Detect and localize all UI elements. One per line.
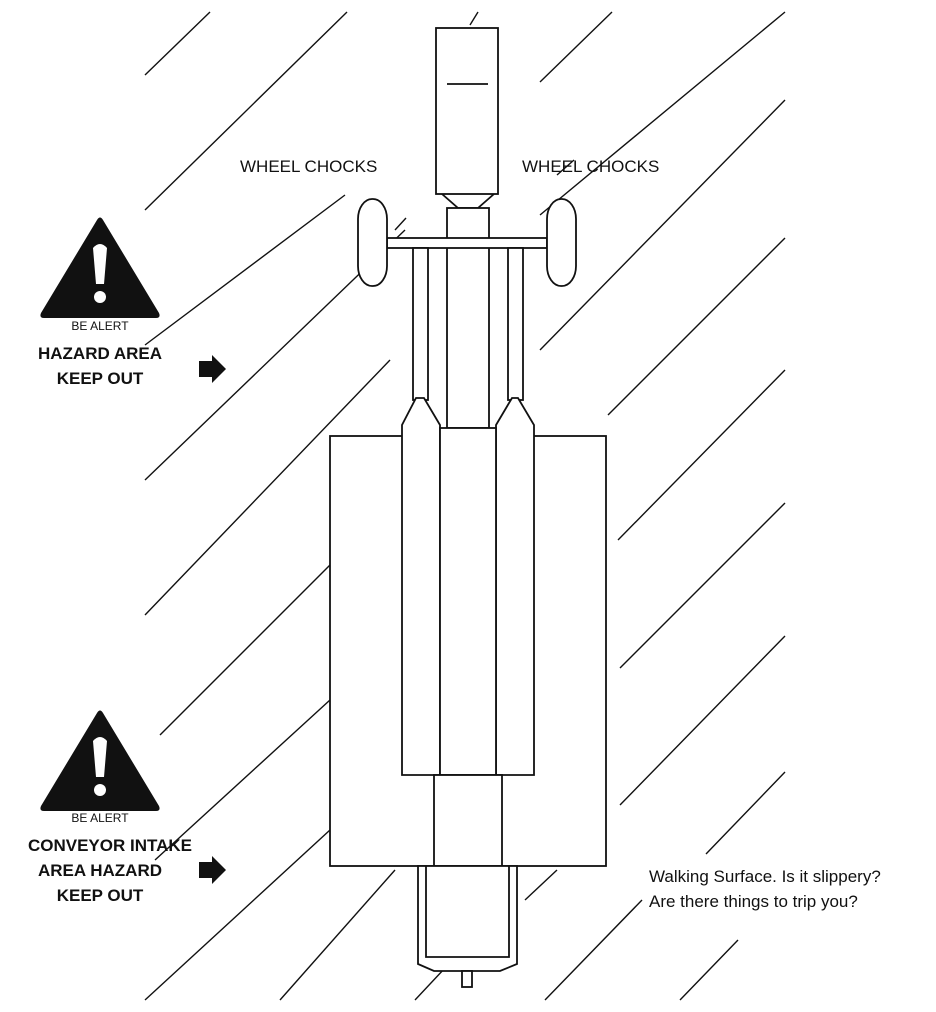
walking-surface-note-line-2: Are there things to trip you? xyxy=(649,892,858,911)
wheel-chocks-right-label: WHEEL CHOCKS xyxy=(522,157,659,176)
warning-line-1: CONVEYOR INTAKE xyxy=(28,836,192,855)
left-lift-arm xyxy=(401,397,441,776)
walking-surface-note-line-1: Walking Surface. Is it slippery? xyxy=(649,867,881,886)
arrow-right-icon xyxy=(199,856,226,884)
warning-line-3: KEEP OUT xyxy=(57,886,144,905)
center-tube xyxy=(439,427,497,776)
warning-line-2: AREA HAZARD xyxy=(38,861,162,880)
hazard-area-hatching xyxy=(144,11,786,1001)
wheel-chocks-left-label: WHEEL CHOCKS xyxy=(240,157,377,176)
right-lift-arm xyxy=(495,397,535,776)
warning-line-2: KEEP OUT xyxy=(57,369,144,388)
right-frame-rail xyxy=(507,247,524,401)
hazard-warning-2: BE ALERT CONVEYOR INTAKE AREA HAZARD KEE… xyxy=(28,710,226,905)
intake-spout xyxy=(461,970,473,988)
intake-hopper xyxy=(417,865,518,972)
axle xyxy=(386,237,548,249)
tractor-body xyxy=(435,27,499,195)
warning-line-1: HAZARD AREA xyxy=(38,344,162,363)
warning-triangle-icon xyxy=(40,217,160,318)
machine-top-view xyxy=(329,27,607,988)
left-frame-rail xyxy=(412,247,429,401)
be-alert-label: BE ALERT xyxy=(71,319,129,333)
intake-box xyxy=(433,774,503,867)
right-wheel xyxy=(546,198,577,287)
arrow-right-icon xyxy=(199,355,226,383)
be-alert-label: BE ALERT xyxy=(71,811,129,825)
left-wheel xyxy=(357,198,388,287)
hazard-warning-1: BE ALERT HAZARD AREA KEEP OUT xyxy=(38,217,226,388)
warning-triangle-icon xyxy=(40,710,160,811)
